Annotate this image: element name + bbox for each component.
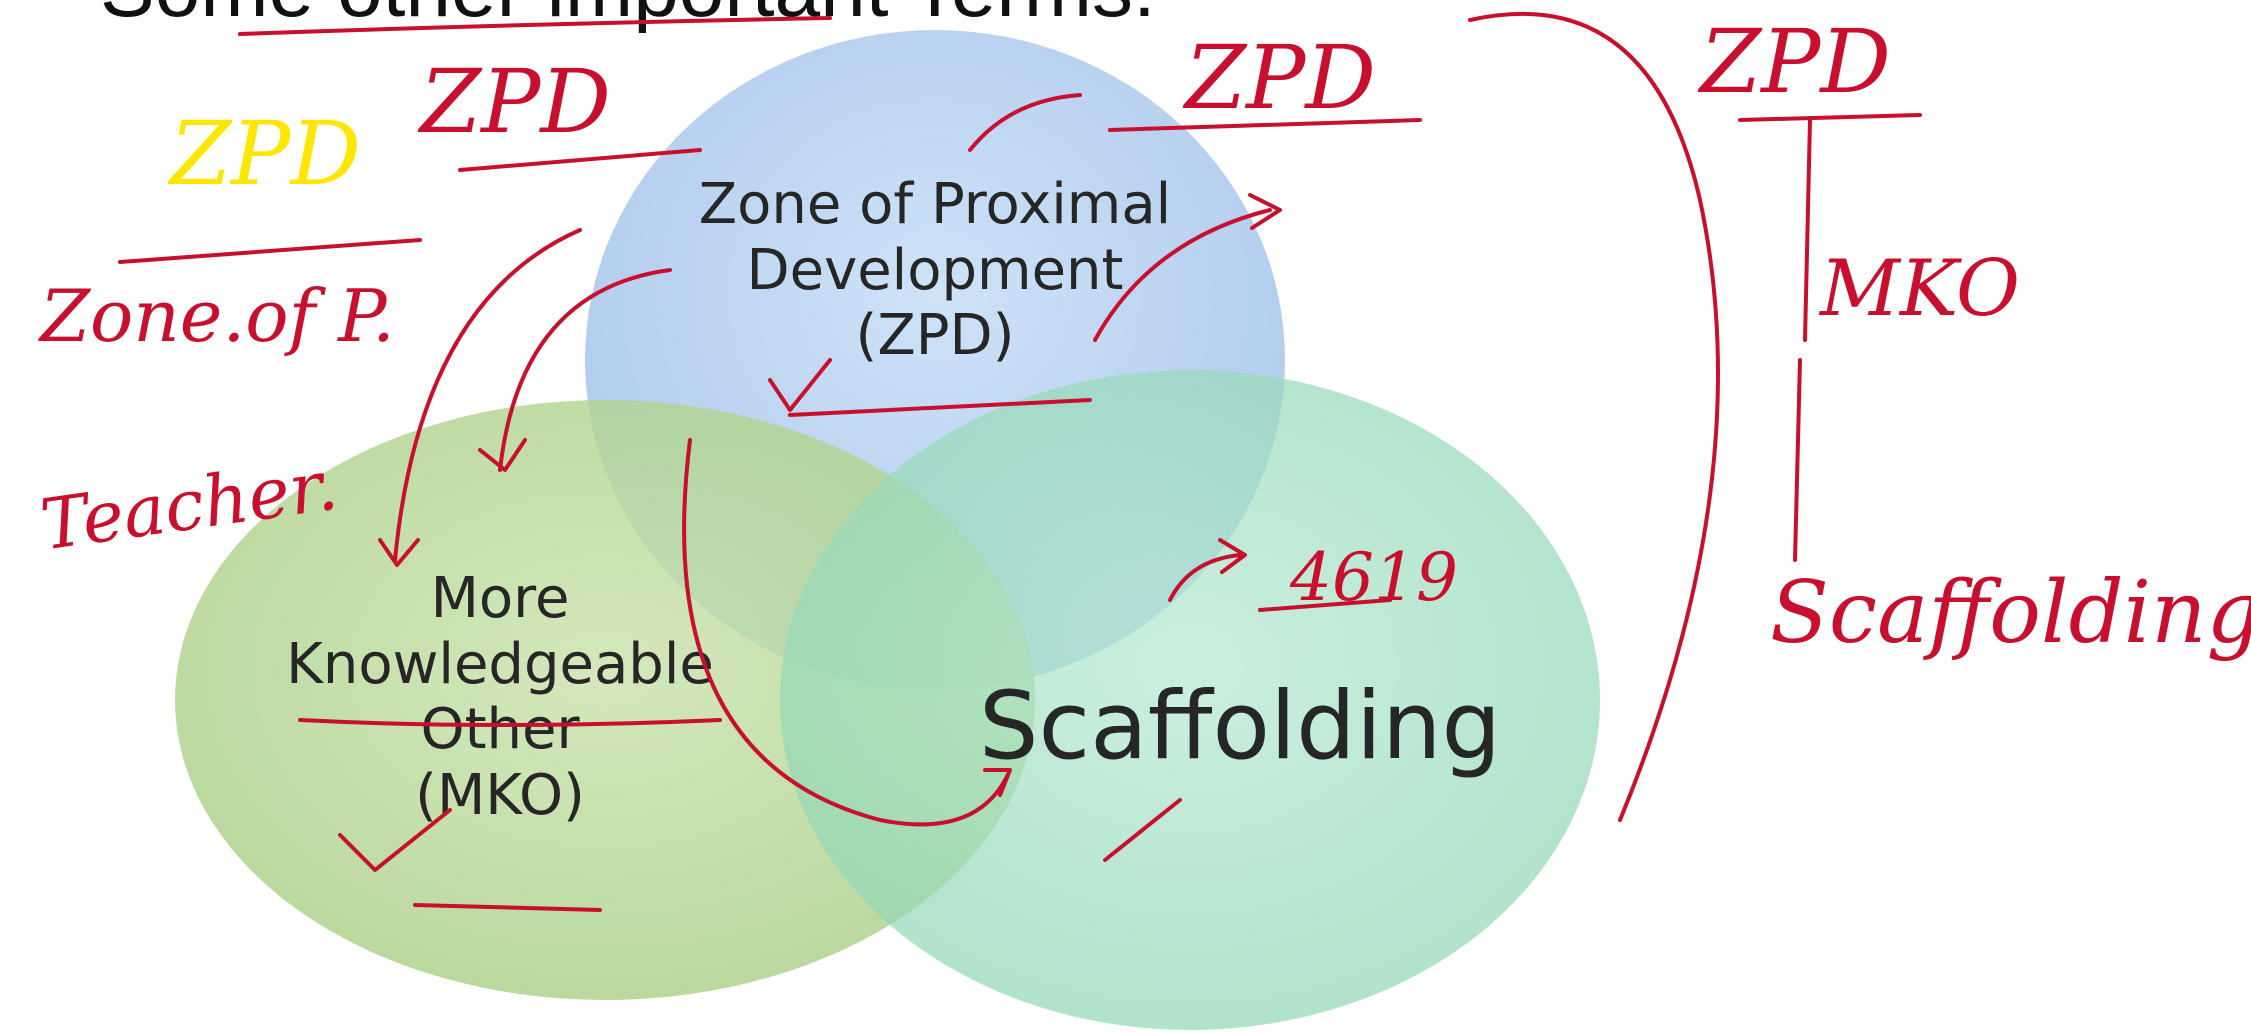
arc-zpd-to-scaffold [968,93,1082,152]
zpd-top-text: ZPD [1185,26,1376,129]
scaffolding-line-1: Scaffolding [978,672,1502,781]
arrow-curve-big [478,268,672,472]
slide-title: Some other important Terms: [100,0,1156,30]
zpd-line-1: Zone of Proximal [698,172,1172,237]
zpd-tick [768,358,832,412]
zpd-left-text: ZPD [420,50,611,153]
arrow-mko-to-scaffold [682,438,1012,827]
zpd-top-underline [1108,118,1422,132]
flow-down-2 [1793,358,1802,562]
mko-underline [298,718,722,727]
scaffold-tick [1103,798,1182,862]
zone-of-p-text: Zone.of P. [40,274,395,358]
arrow-zpd-to-right [1093,193,1282,342]
top-right-arc [1468,11,1720,822]
zpd-line-3: (ZPD) [855,303,1015,369]
mko-line-3: Other [420,697,580,763]
zpd-yellow-text: ZPD [170,102,361,205]
zpd-left-underline [458,148,702,172]
flow-scaffolding-text: Scaffolding. [1770,563,2251,663]
page-underline [1258,598,1392,612]
mko-tick [338,808,452,872]
mko-paren-underline [413,903,602,912]
arrow-teacher-to-mko [378,228,582,567]
zpd-yellow-underline [118,238,422,264]
zpd-label: Zone of Proximal Development (ZPD) [640,172,1230,369]
circle-scaffolding [780,370,1600,1030]
scaffolding-label: Scaffolding [930,672,1550,782]
circle-mko [175,400,1035,1000]
mko-line-1: More [430,566,570,631]
mko-line-2: Knowledgeable [286,631,714,697]
title-underline [238,16,832,36]
zpd-flow-underline [1738,113,1922,122]
zpd-line-2: Development [746,237,1124,303]
zpd-label-underline [788,398,1092,417]
page-number-text: 4619 [1290,539,1458,616]
flow-mko-text: MKO [1820,244,2020,334]
arrow-to-page [1168,538,1247,602]
flow-zpd-text: ZPD [1700,10,1891,113]
flow-down-1 [1803,118,1812,342]
mko-label: More Knowledgeable Other (MKO) [240,566,760,828]
